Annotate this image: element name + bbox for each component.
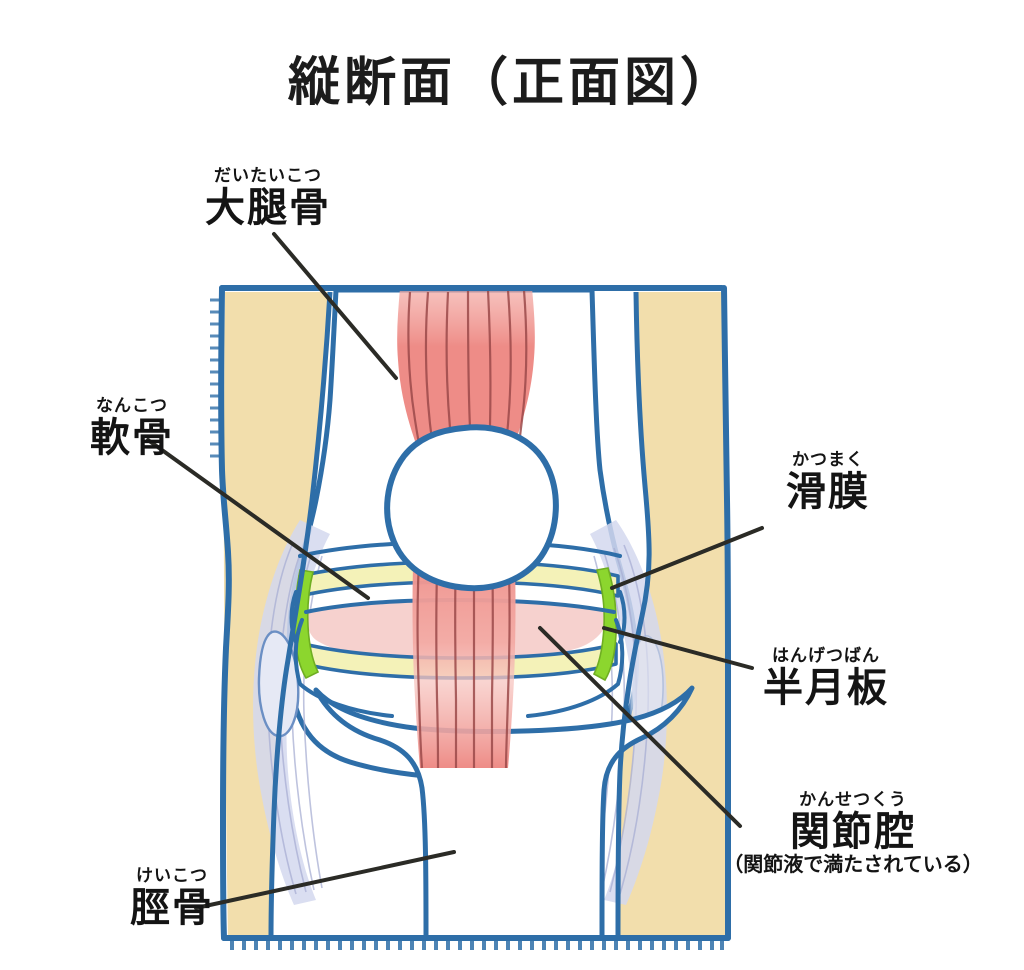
label-joint-cavity-text: 関節腔 <box>790 809 916 855</box>
label-meniscus-furigana: はんげつばん <box>772 646 880 666</box>
label-femur-furigana: だいたいこつ <box>214 166 322 186</box>
label-cartilage: なんこつ 軟骨 <box>52 396 212 461</box>
label-synovium: かつまく 滑膜 <box>748 450 908 515</box>
label-cartilage-furigana: なんこつ <box>96 396 168 416</box>
label-tibia-furigana: けいこつ <box>136 866 208 886</box>
patella-bone <box>384 424 559 592</box>
label-meniscus: はんげつばん 半月板 <box>738 646 914 711</box>
leader-line-joint-cavity <box>538 626 742 828</box>
label-femur-text: 大腿骨 <box>205 185 331 231</box>
limb-outline <box>210 285 732 950</box>
label-femur: だいたいこつ 大腿骨 <box>168 166 368 231</box>
inner-boundary-lines <box>268 291 652 939</box>
leader-line-cartilage <box>146 438 370 600</box>
page-title: 縦断面（正面図） <box>287 53 736 113</box>
leader-line-tibia <box>194 850 456 910</box>
label-tibia: けいこつ 脛骨 <box>92 866 252 931</box>
leader-lines <box>146 232 764 910</box>
label-cartilage-text: 軟骨 <box>90 415 174 461</box>
label-synovium-text: 滑膜 <box>786 469 870 515</box>
label-joint-cavity: かんせつくう 関節腔 （関節液で満たされている） <box>688 790 1018 876</box>
label-joint-cavity-note: （関節液で満たされている） <box>723 852 983 876</box>
leader-line-synovium <box>610 526 764 590</box>
label-meniscus-text: 半月板 <box>763 665 889 711</box>
label-tibia-text: 脛骨 <box>130 885 214 931</box>
leader-line-meniscus <box>602 626 754 670</box>
label-joint-cavity-furigana: かんせつくう <box>799 790 907 810</box>
leader-line-femur <box>272 232 398 380</box>
label-synovium-furigana: かつまく <box>792 450 864 470</box>
